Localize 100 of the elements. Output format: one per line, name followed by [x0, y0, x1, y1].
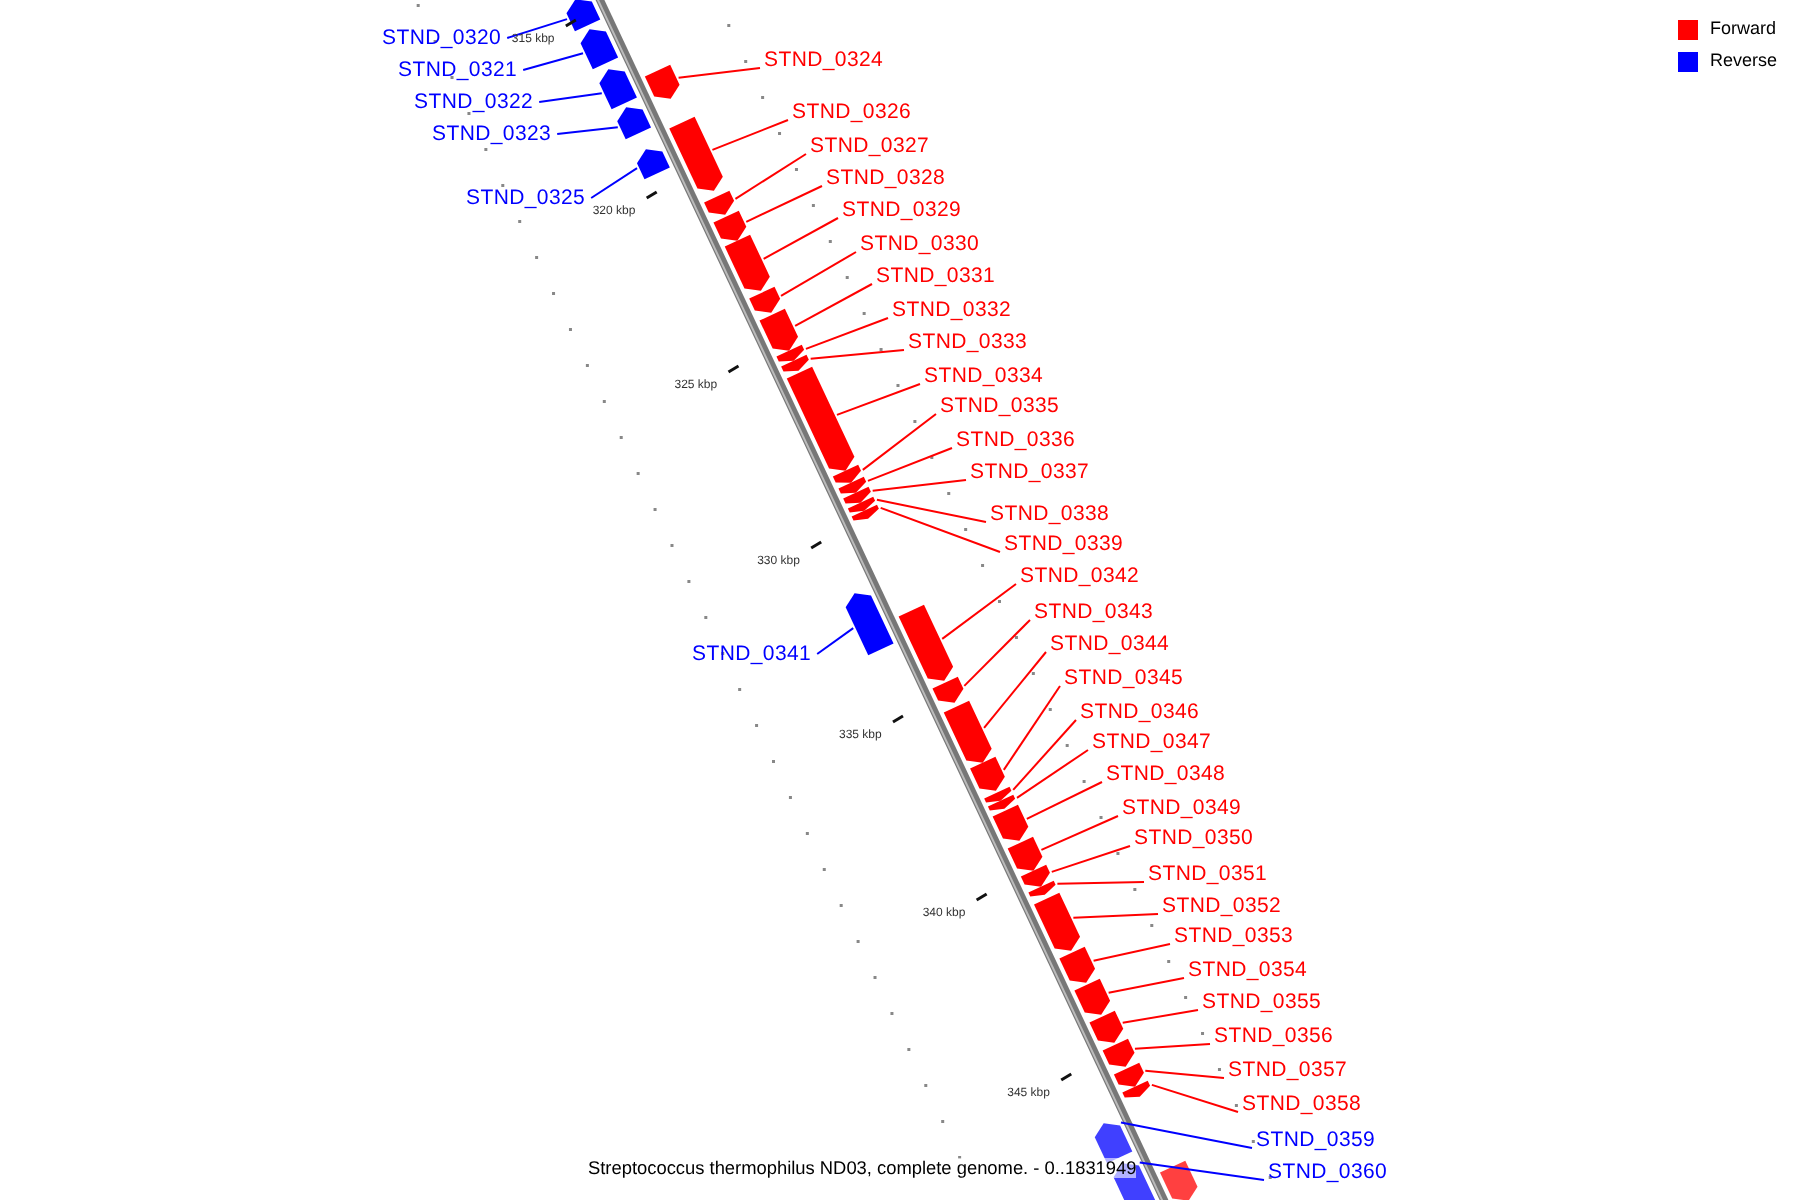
leader-line	[745, 185, 823, 223]
legend-label: Reverse	[1710, 50, 1778, 70]
gene-block	[847, 496, 876, 513]
leader-line	[734, 153, 807, 200]
gene-block	[1059, 946, 1096, 983]
gene-label: STND_0349	[1122, 796, 1242, 820]
gene-block	[749, 286, 781, 313]
gene-label: STND_0353	[1174, 924, 1294, 948]
gene-label: STND_0342	[1020, 564, 1140, 588]
leader-line	[875, 498, 987, 523]
gene-label: STND_0320	[382, 26, 502, 50]
gene-label: STND_0343	[1034, 600, 1154, 624]
gene-block	[704, 190, 735, 215]
caption: Streptococcus thermophilus ND03, complete genome. - 0..1831949	[588, 1158, 1137, 1178]
leader-line	[1107, 977, 1185, 994]
gene-label: STND_0322	[414, 90, 534, 114]
gene-label: STND_0324	[764, 48, 884, 72]
gene-label: STND_0360	[1268, 1160, 1388, 1184]
gene-block	[637, 149, 670, 180]
gene-label: STND_0326	[792, 100, 912, 124]
leader-line	[809, 349, 905, 360]
leader-line	[538, 92, 603, 103]
leader-line	[941, 583, 1017, 640]
leader-line	[1150, 1083, 1239, 1113]
gene-block	[932, 676, 964, 703]
leader-line	[1072, 913, 1159, 919]
gene-block	[1094, 1123, 1133, 1164]
leader-line	[1056, 881, 1145, 885]
leader-line	[963, 619, 1031, 687]
gene-label: STND_0354	[1188, 958, 1308, 982]
leader-line	[983, 651, 1047, 729]
gene-label: STND_0345	[1064, 666, 1184, 690]
gene-label: STND_0337	[970, 460, 1090, 484]
gene-label: STND_0328	[826, 166, 946, 190]
gene-block	[1034, 892, 1080, 951]
leader-line	[556, 126, 619, 135]
leader-line	[1121, 1009, 1199, 1024]
leader-line	[711, 119, 789, 151]
gene-block	[669, 116, 723, 191]
gene-block	[1028, 880, 1056, 897]
gene-label: STND_0359	[1256, 1128, 1376, 1152]
leader-line	[804, 317, 889, 350]
gene-label: STND_0341	[692, 642, 812, 666]
leader-line	[1138, 1161, 1265, 1181]
gene-block	[1020, 864, 1050, 887]
legend-label: Forward	[1710, 18, 1777, 38]
gene-label: STND_0347	[1092, 730, 1212, 754]
gene-label: STND_0348	[1106, 762, 1226, 786]
gene-label: STND_0352	[1162, 894, 1282, 918]
gene-label: STND_0346	[1080, 700, 1200, 724]
leader-line	[506, 18, 568, 39]
gene-label: STND_0323	[432, 122, 552, 146]
gene-block	[1102, 1038, 1135, 1067]
gene-block	[943, 700, 992, 763]
gene-label: STND_0358	[1242, 1092, 1362, 1116]
gene-label: STND_0344	[1050, 632, 1170, 656]
gene-block	[776, 344, 805, 362]
gene-label: STND_0329	[842, 198, 962, 222]
gene-block	[599, 69, 637, 110]
gene-block	[843, 486, 871, 504]
gene-block	[713, 210, 747, 241]
leader-line	[1002, 685, 1061, 771]
leader-line	[762, 217, 839, 260]
leader-line	[1119, 1121, 1253, 1149]
gene-label: STND_0350	[1134, 826, 1254, 850]
gene-block	[838, 476, 867, 494]
leader-line	[780, 251, 857, 297]
gene-block	[1074, 978, 1111, 1015]
gene-label: STND_0335	[940, 394, 1060, 418]
gene-block	[1007, 836, 1043, 871]
leader-line	[794, 283, 873, 327]
leader-line	[590, 167, 639, 199]
gene-block	[781, 354, 809, 372]
leader-line	[816, 627, 855, 655]
gene-block	[832, 464, 861, 483]
leader-line	[1092, 943, 1171, 962]
leader-line	[835, 383, 921, 416]
gene-label: STND_0330	[860, 232, 980, 256]
gene-block	[984, 786, 1012, 803]
gene-label: STND_0333	[908, 330, 1028, 354]
gene-block	[1113, 1062, 1144, 1087]
leader-line	[1012, 719, 1077, 791]
leader-line	[1025, 781, 1103, 820]
gene-label: STND_0325	[466, 186, 586, 210]
leader-line	[879, 506, 1001, 553]
leader-line	[1133, 1043, 1211, 1050]
gene-block	[1159, 1160, 1198, 1200]
gene-label: STND_0351	[1148, 862, 1268, 886]
gene-label: STND_0332	[892, 298, 1012, 322]
leader-line	[1144, 1069, 1225, 1079]
gene-block	[1089, 1010, 1124, 1043]
leader-line	[861, 413, 937, 471]
gene-block	[566, 0, 601, 32]
gene-label: STND_0327	[810, 134, 930, 158]
leader-line	[871, 479, 967, 492]
leader-line	[1050, 845, 1131, 873]
leader-line	[1040, 815, 1119, 851]
gene-block	[987, 794, 1016, 811]
gene-block	[617, 107, 652, 140]
gene-block	[898, 604, 954, 681]
